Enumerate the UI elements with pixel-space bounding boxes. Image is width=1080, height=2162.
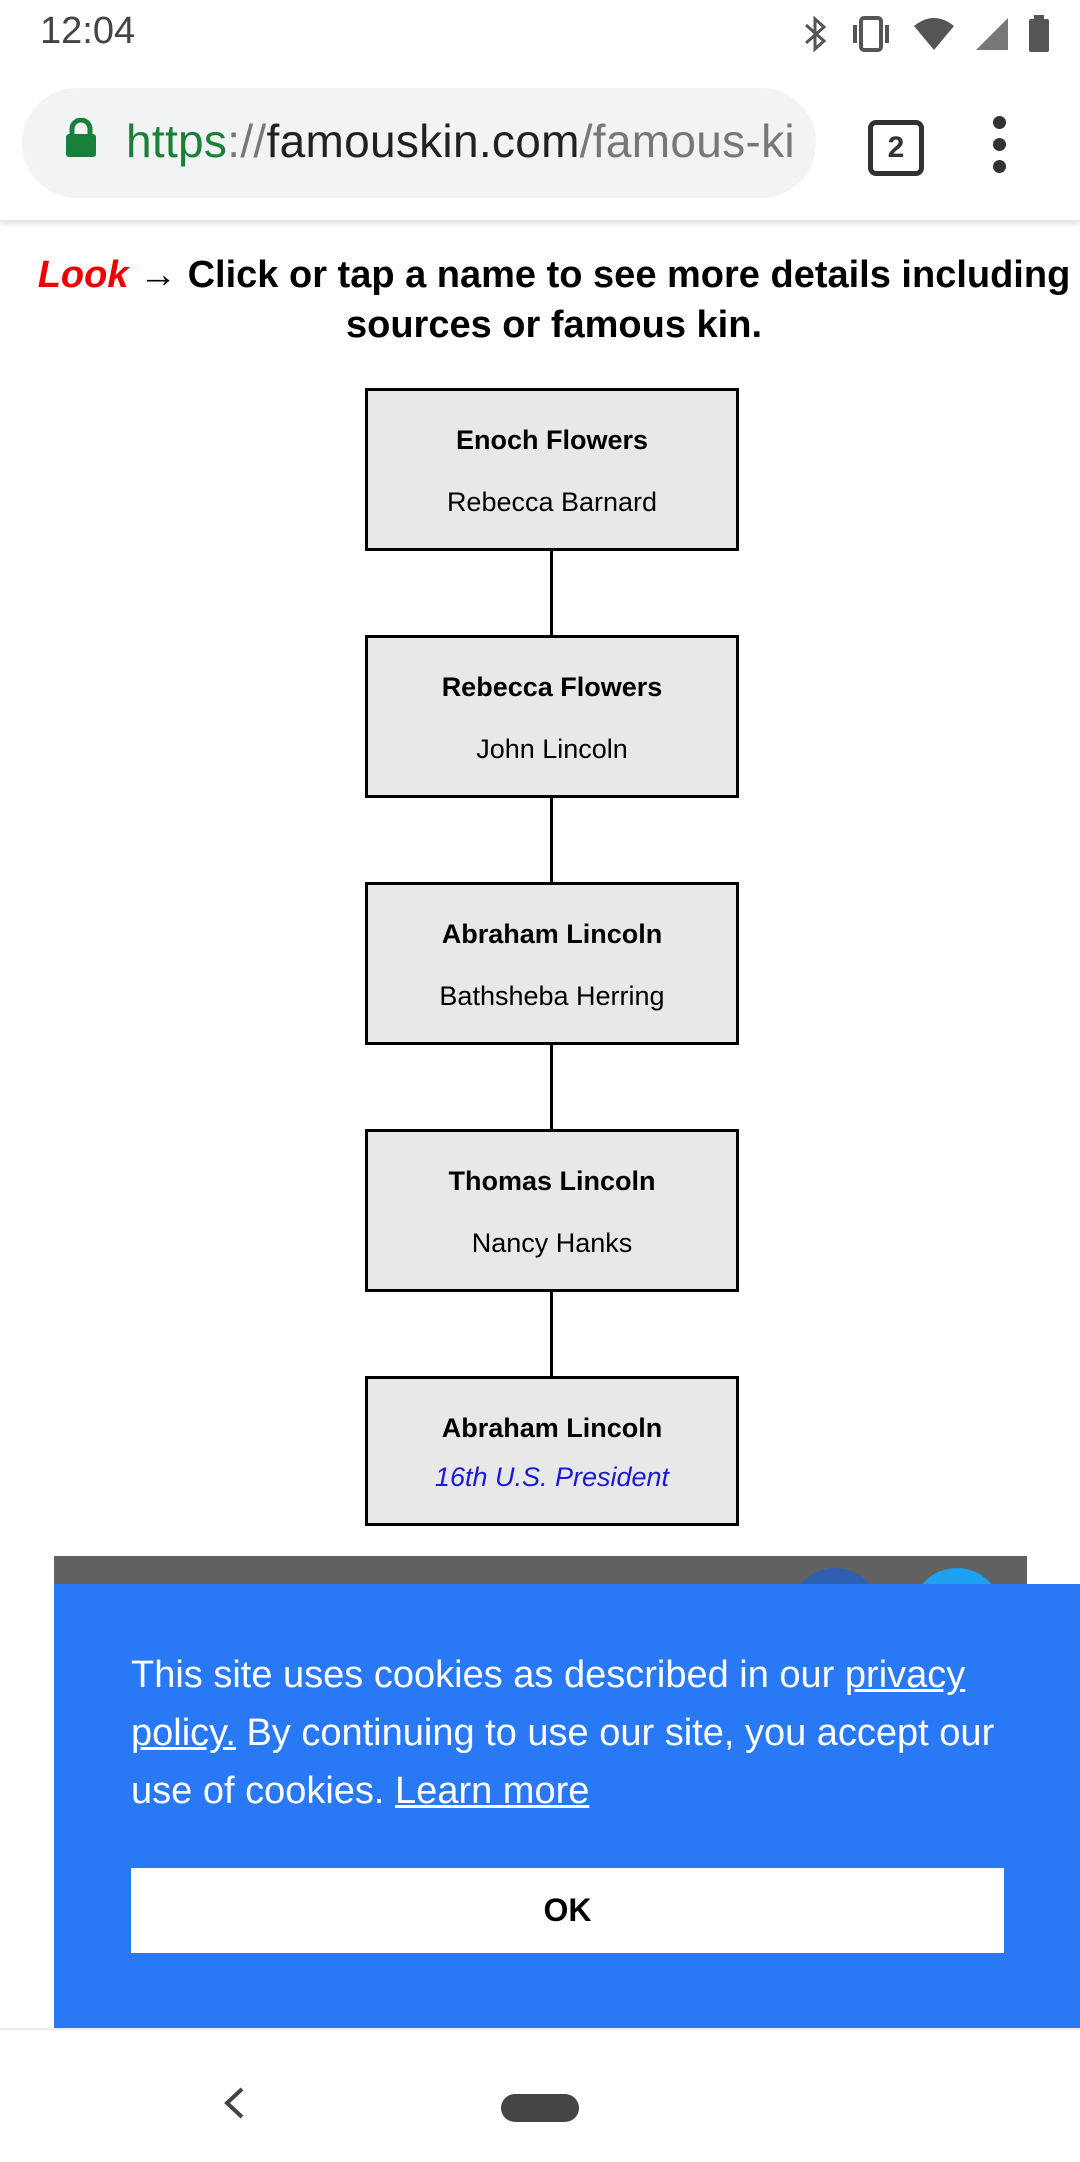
menu-dot [993,160,1006,173]
person-name-link[interactable]: Abraham Lincoln [441,1413,663,1443]
url-text: https://famouskin.com/famous-ki [126,114,795,168]
cookie-text-2: By continuing to use our site, you accep… [131,1712,995,1812]
url-scheme: https [126,115,228,167]
lock-icon [66,118,96,157]
tree-connector [550,1045,553,1129]
president-title: 16th U.S. President [434,1462,670,1492]
spouse-name-link[interactable]: Bathsheba Herring [439,981,665,1011]
instruction-text: Look → Click or tap a name to see more d… [0,250,1080,350]
tree-connector [550,798,553,882]
signal-icon [976,18,1008,50]
privacy-policy-link[interactable]: privacy policy. [131,1654,966,1754]
ok-button[interactable]: OK [131,1868,1004,1953]
tree-node[interactable]: Rebecca Flowers John Lincoln [365,635,739,798]
person-name-link[interactable]: Abraham Lincoln [441,919,663,949]
bluetooth-icon [805,15,827,53]
person-name-link[interactable]: Rebecca Flowers [441,672,663,702]
arrow-glyph: → [128,254,188,296]
cookie-text-1: This site uses cookies as described in o… [131,1654,845,1696]
tab-count: 2 [887,131,905,164]
vibrate-icon [853,16,889,52]
spouse-name-link[interactable]: Nancy Hanks [471,1228,633,1258]
person-name-link[interactable]: Enoch Flowers [455,425,649,455]
url-bar[interactable]: https://famouskin.com/famous-ki [22,88,816,198]
tree-connector [550,1292,553,1376]
menu-dot [993,116,1006,129]
battery-icon [1029,15,1049,52]
wifi-icon [914,18,954,50]
back-icon[interactable] [222,2086,246,2120]
home-button[interactable] [501,2094,579,2122]
cookie-banner: This site uses cookies as described in o… [54,1584,1080,2028]
status-time: 12:04 [40,10,136,52]
tab-switcher-button[interactable]: 2 [868,120,924,176]
spouse-name-link[interactable]: Rebecca Barnard [446,487,658,517]
tree-node[interactable]: Abraham Lincoln Bathsheba Herring [365,882,739,1045]
tree-node[interactable]: Abraham Lincoln 16th U.S. President [365,1376,739,1526]
overflow-menu-icon[interactable] [985,116,1015,176]
menu-dot [993,138,1006,151]
instruction-body: Click or tap a name to see more details … [187,254,1071,346]
browser-toolbar: https://famouskin.com/famous-ki 2 [0,66,1080,222]
status-icons [802,14,1050,54]
tree-connector [550,551,553,635]
learn-more-link[interactable]: Learn more [395,1770,590,1812]
cookie-message: This site uses cookies as described in o… [131,1646,1011,1820]
look-label: Look [37,254,129,296]
url-host: famouskin.com [266,115,580,167]
tree-node[interactable]: Thomas Lincoln Nancy Hanks [365,1129,739,1292]
url-path: /famous-ki [579,115,795,167]
spouse-name-link[interactable]: John Lincoln [476,734,628,764]
person-name-link[interactable]: Thomas Lincoln [448,1166,656,1196]
status-bar: 12:04 [0,0,1080,66]
url-separator: :// [227,115,267,167]
navigation-bar [0,2028,1080,2162]
tree-node[interactable]: Enoch Flowers Rebecca Barnard [365,388,739,551]
